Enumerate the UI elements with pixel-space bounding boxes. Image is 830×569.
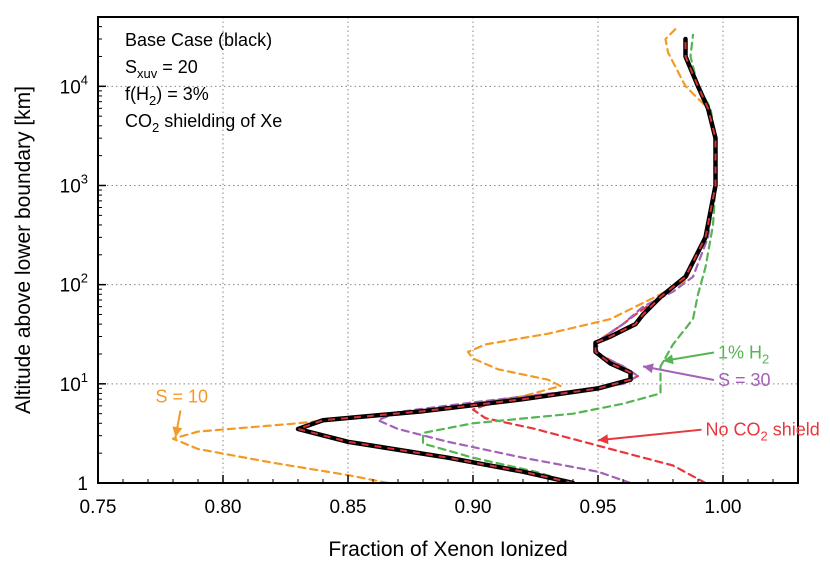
series-label-1: S = 10	[156, 386, 209, 406]
grid	[98, 17, 798, 483]
x-tick-label: 0.95	[580, 497, 617, 518]
series-label-arrowhead	[643, 363, 654, 374]
y-tick-label: 103	[60, 171, 88, 197]
series-label-arrow	[642, 365, 715, 382]
annotation-line-3: f(H2) = 3%	[125, 84, 209, 108]
series-label-arrowhead	[598, 434, 609, 445]
x-tick-label: 0.85	[330, 497, 367, 518]
series-labels: S = 10 1% H2 S = 30 No CO2 shield	[156, 343, 820, 445]
series-line-2	[171, 25, 717, 483]
series-label-2: 1% H2	[718, 343, 769, 367]
y-tick-label: 1	[77, 474, 88, 495]
annotation-line-1: Base Case (black)	[125, 30, 272, 50]
series-label-arrowhead	[172, 426, 183, 438]
x-axis-title: Fraction of Xenon Ionized	[328, 538, 567, 561]
x-tick-label: 1.00	[705, 497, 742, 518]
x-tick-label: 0.75	[80, 497, 117, 518]
y-tick-label: 102	[60, 271, 88, 297]
x-tick-label: 0.90	[455, 497, 492, 518]
y-tick-label: 101	[60, 370, 88, 396]
ticks: 0.75 0.80 0.85 0.90 0.95 1.00 1 101 102 103 104	[60, 16, 799, 518]
series-label-arrow	[597, 428, 702, 442]
plot-background	[98, 17, 798, 483]
base-case-overlay	[294, 39, 717, 483]
y-axis-title: Altitude above lower boundary [km]	[12, 86, 35, 414]
annotation-line-2: Sxuv = 20	[125, 57, 198, 81]
series-group	[171, 25, 718, 483]
y-tick-label: 104	[60, 72, 88, 98]
series-label-4: No CO2 shield	[706, 420, 820, 444]
annotation-box: Base Case (black) Sxuv = 20 f(H2) = 3% CO2 …	[125, 30, 282, 135]
annotation-line-4: CO2 shielding of Xe	[125, 111, 282, 135]
series-label-arrowhead	[663, 354, 674, 365]
x-tick-label: 0.80	[205, 497, 242, 518]
series-label-3: S = 30	[718, 370, 771, 390]
